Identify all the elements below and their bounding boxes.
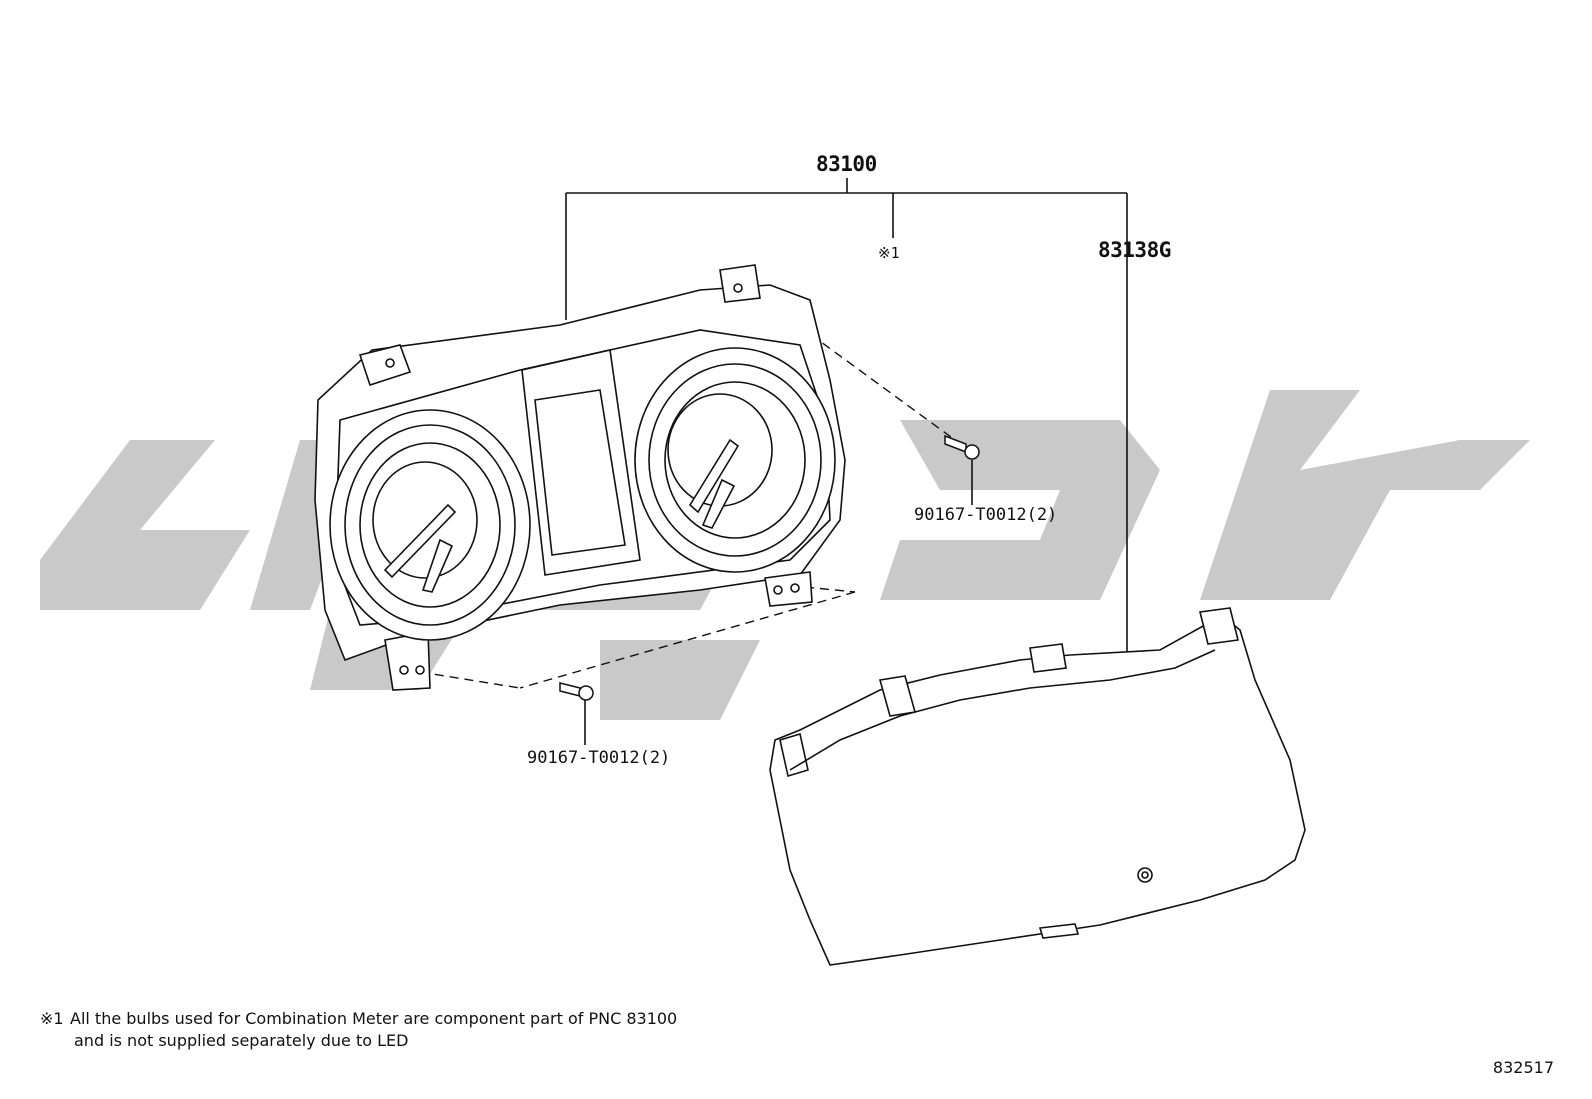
label-cover: 83138G (1098, 238, 1171, 262)
footnote-line-2: and is not supplied separately due to LE… (74, 1031, 409, 1050)
meter-cover (769, 607, 1306, 966)
label-note-marker: ※1 (878, 244, 900, 262)
leader-lines (565, 178, 1128, 745)
screw-upper (944, 434, 980, 460)
footnote-line-1: All the bulbs used for Combination Meter… (70, 1009, 678, 1028)
footnote-marker: ※1 (40, 1009, 64, 1028)
footnote: ※1 All the bulbs used for Combination Met… (40, 1008, 677, 1052)
label-screw-lower: 90167-T0012(2) (527, 748, 671, 768)
label-assembly: 83100 (816, 152, 877, 176)
screw-lower (559, 682, 594, 701)
illustration-id: 832517 (1492, 1058, 1554, 1077)
label-screw-upper: 90167-T0012(2) (914, 505, 1058, 525)
combination-meter-assembly (314, 264, 846, 691)
